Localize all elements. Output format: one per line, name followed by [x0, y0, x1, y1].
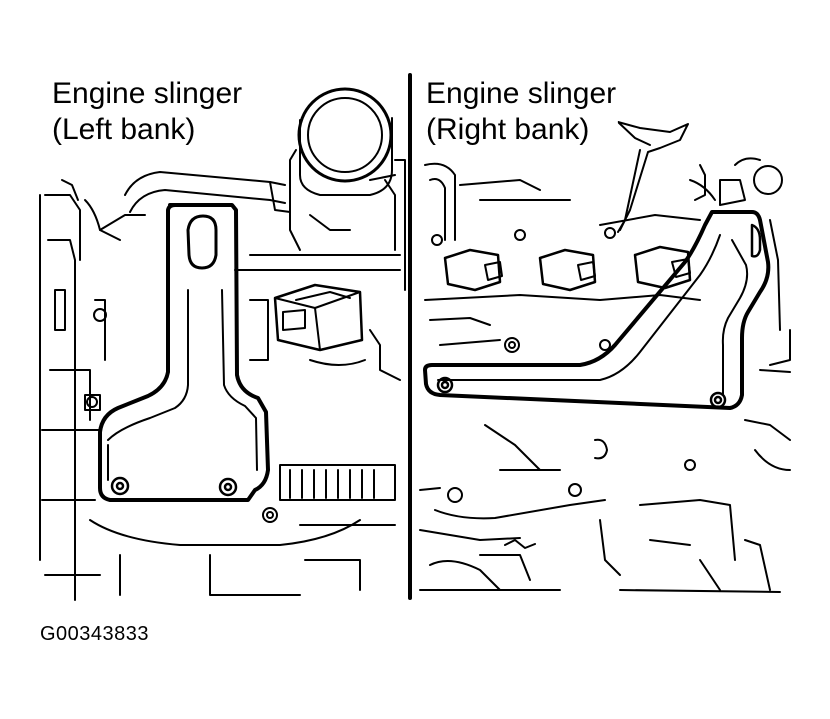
right-label-line2: (Right bank) — [426, 113, 590, 146]
left-label-line2: (Left bank) — [52, 113, 196, 146]
right-slinger-label: Engine slinger (Right bank) — [424, 76, 619, 148]
right-engine-background — [419, 121, 791, 593]
figure-id: G00343833 — [40, 623, 150, 645]
right-slinger-bolts — [436, 376, 727, 409]
left-label-line1: Engine slinger — [52, 77, 243, 110]
right-label-line1: Engine slinger — [426, 77, 617, 110]
left-engine-slinger — [98, 203, 270, 502]
left-slinger-label: Engine slinger (Left bank) — [50, 76, 245, 148]
right-engine-slinger — [423, 210, 771, 410]
left-engine-background — [39, 87, 406, 601]
left-slinger-bolts — [110, 476, 238, 497]
